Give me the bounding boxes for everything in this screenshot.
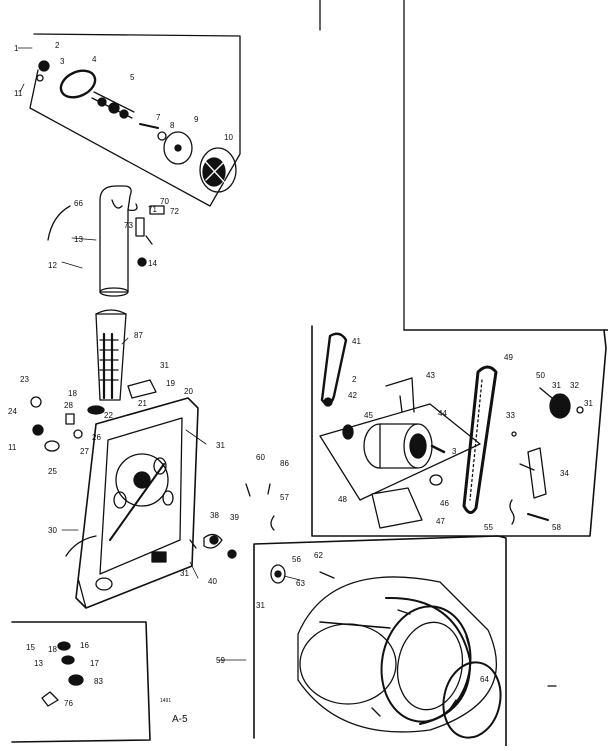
callout-31-d: 31 xyxy=(552,381,561,390)
thermostat-parts xyxy=(30,379,157,452)
callout-38: 38 xyxy=(210,511,219,520)
callout-63: 63 xyxy=(296,579,305,588)
callout-56: 56 xyxy=(292,555,301,564)
callout-66: 66 xyxy=(74,199,83,208)
callout-1: 1 xyxy=(14,44,19,53)
idler-parts xyxy=(189,483,275,559)
callout-31-a: 31 xyxy=(160,361,169,370)
callout-3: 3 xyxy=(60,57,65,66)
callout-4: 4 xyxy=(92,55,97,64)
motor-part-44 xyxy=(363,423,446,469)
callout-70: 70 xyxy=(160,197,169,206)
callout-9: 9 xyxy=(194,115,199,124)
callout-86: 86 xyxy=(280,459,289,468)
callout-19: 19 xyxy=(166,379,175,388)
shaft-part-5 xyxy=(91,91,135,119)
callout-11: 11 xyxy=(14,89,23,98)
callout-13: 13 xyxy=(74,235,83,244)
callout-71: 71 xyxy=(148,205,157,214)
callout-labels: 1 2 3 4 5 7 8 9 10 11 66 13 12 14 70 71 … xyxy=(8,41,593,725)
callout-26: 26 xyxy=(92,433,101,442)
inset-callout-17: 17 xyxy=(90,659,99,668)
callout-40: 40 xyxy=(208,577,217,586)
inset-callout-76: 76 xyxy=(64,699,73,708)
callout-20: 20 xyxy=(184,387,193,396)
callout-50: 50 xyxy=(536,371,545,380)
callout-8: 8 xyxy=(170,121,175,130)
callout-31-c: 31 xyxy=(180,569,189,578)
callout-59: 59 xyxy=(216,656,225,665)
callout-39: 39 xyxy=(230,513,239,522)
callout-30: 30 xyxy=(48,526,57,535)
page-label: A-5 xyxy=(172,714,188,725)
callout-72: 72 xyxy=(170,207,179,216)
roller-inset xyxy=(11,621,151,743)
callout-3-b: 3 xyxy=(452,447,457,456)
callout-62: 62 xyxy=(314,551,323,560)
inset-callout-16: 16 xyxy=(80,641,89,650)
callout-49: 49 xyxy=(504,353,513,362)
callout-14: 14 xyxy=(148,259,157,268)
callout-11-b: 11 xyxy=(8,443,17,452)
callout-24: 24 xyxy=(8,407,17,416)
callout-42: 42 xyxy=(348,391,357,400)
callout-48: 48 xyxy=(338,495,347,504)
callout-22: 22 xyxy=(104,411,113,420)
blower-inset xyxy=(29,33,241,207)
callout-64: 64 xyxy=(480,675,489,684)
callout-21: 21 xyxy=(138,399,147,408)
callout-10: 10 xyxy=(224,133,233,142)
inset-callout-83: 83 xyxy=(94,677,103,686)
callout-31-b: 31 xyxy=(216,441,225,450)
callout-18: 18 xyxy=(68,389,77,398)
callout-28: 28 xyxy=(64,401,73,410)
leader-lines xyxy=(17,47,301,661)
bulkhead-part-30 xyxy=(65,397,199,609)
callout-87: 87 xyxy=(134,331,143,340)
callout-57: 57 xyxy=(280,493,289,502)
callout-12: 12 xyxy=(48,261,57,270)
callout-46: 46 xyxy=(440,499,449,508)
nut-part-2 xyxy=(38,60,50,72)
callout-31-e: 31 xyxy=(584,399,593,408)
callout-60: 60 xyxy=(256,453,265,462)
callout-2: 2 xyxy=(55,41,60,50)
inset-callout-15: 15 xyxy=(26,643,35,652)
callout-34: 34 xyxy=(560,469,569,478)
callout-41: 41 xyxy=(352,337,361,346)
callout-2-b: 2 xyxy=(352,375,357,384)
belt-part-49 xyxy=(462,365,498,514)
callout-33: 33 xyxy=(506,411,515,420)
callout-5: 5 xyxy=(130,73,135,82)
drum-inset xyxy=(253,535,557,747)
callout-32: 32 xyxy=(570,381,579,390)
exhaust-duct-part-13 xyxy=(47,185,165,297)
callout-47: 47 xyxy=(436,517,445,526)
callout-7: 7 xyxy=(156,113,161,122)
blower-wheel-part-10 xyxy=(199,147,237,193)
ring-part-4 xyxy=(59,69,97,99)
callout-25: 25 xyxy=(48,467,57,476)
callout-73: 73 xyxy=(124,221,133,230)
small-code: 1491 xyxy=(160,698,171,704)
callout-58: 58 xyxy=(552,523,561,532)
callout-23: 23 xyxy=(20,375,29,384)
frame-lines xyxy=(319,0,608,331)
callout-31-f: 31 xyxy=(256,601,265,610)
callout-27: 27 xyxy=(80,447,89,456)
motor-mount-plate xyxy=(319,403,481,501)
motor-inset xyxy=(311,325,607,537)
callout-55: 55 xyxy=(484,523,493,532)
callout-44: 44 xyxy=(438,409,447,418)
inset-callout-13: 13 xyxy=(34,659,43,668)
inset-callout-18: 18 xyxy=(48,645,57,654)
callout-43: 43 xyxy=(426,371,435,380)
belt-part-41 xyxy=(320,332,348,406)
callout-45: 45 xyxy=(364,411,373,420)
heater-part-87 xyxy=(95,309,127,401)
